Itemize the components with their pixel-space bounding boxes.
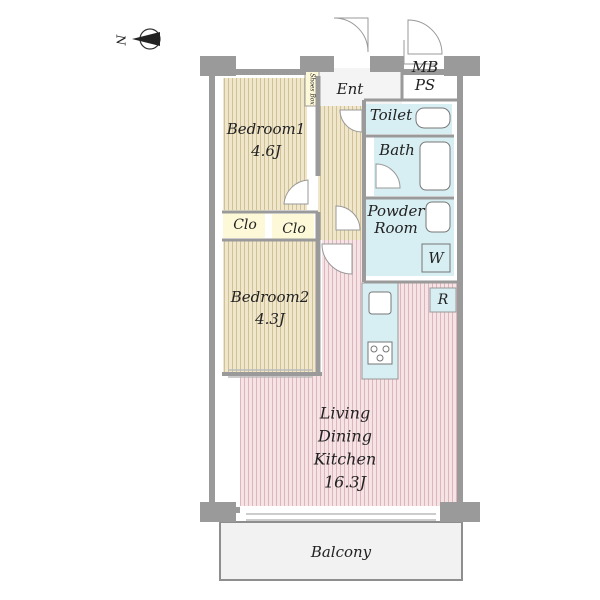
mb-label: MB xyxy=(411,58,438,76)
door-swing-entrance-left xyxy=(333,17,369,53)
door-swing-bath xyxy=(375,163,401,189)
bedroom2-name: Bedroom2 xyxy=(230,288,310,306)
ldk-floor xyxy=(240,240,462,506)
door-swing-ldk xyxy=(321,243,353,275)
washer-space xyxy=(421,243,451,273)
closet2-area xyxy=(272,214,314,242)
refrigerator-area xyxy=(429,287,457,313)
ldk-size: 16.3J xyxy=(324,473,368,492)
stove-icon xyxy=(367,341,393,365)
ldk-label-line3: Kitchen xyxy=(313,450,377,469)
closet1-label: Clo xyxy=(233,217,257,233)
wall-post-bottom-right xyxy=(440,502,480,522)
wall-post-ent-right xyxy=(370,56,404,72)
bedroom1-name: Bedroom1 xyxy=(226,120,306,138)
ldk-label-line1: Living xyxy=(319,404,370,423)
bedroom2-floor xyxy=(223,240,319,372)
toilet-label: Toilet xyxy=(370,106,413,124)
entrance-label: Ent xyxy=(336,80,365,98)
balcony-area xyxy=(219,521,463,581)
shoes-box-label: Shoes Box xyxy=(309,73,316,105)
closet1-area xyxy=(223,210,265,238)
refrigerator-label: R xyxy=(437,292,449,308)
ps-label: PS xyxy=(414,76,435,94)
compass-label: N xyxy=(114,34,128,46)
wall-post-top-right xyxy=(444,56,480,76)
bath-label: Bath xyxy=(378,141,415,159)
powder-label-line1: Powder xyxy=(366,202,425,220)
door-swing-toilet xyxy=(339,109,363,133)
bedroom2-size: 4.3J xyxy=(254,310,286,328)
wall-post-bottom-left xyxy=(200,502,236,522)
washer-label: W xyxy=(428,249,445,267)
door-swing-bedroom1 xyxy=(283,179,309,205)
balcony-label: Balcony xyxy=(310,543,372,561)
bathtub-icon xyxy=(419,141,451,191)
closet2-label: Clo xyxy=(282,221,306,237)
door-swing-corridor xyxy=(335,205,361,231)
walls xyxy=(209,69,463,513)
wall-post-top-left xyxy=(200,56,236,76)
sink-icon xyxy=(368,291,392,315)
wall-post-ent-left xyxy=(300,56,334,72)
bedroom1-size: 4.6J xyxy=(250,142,282,160)
powder-label-line2: Room xyxy=(373,219,418,237)
ldk-label-line2: Dining xyxy=(317,427,372,446)
toilet-fixture-icon xyxy=(415,107,451,129)
compass-icon xyxy=(132,28,161,50)
windows xyxy=(228,369,436,521)
door-swing-entrance-right xyxy=(407,19,443,55)
washbasin-icon xyxy=(425,201,451,233)
